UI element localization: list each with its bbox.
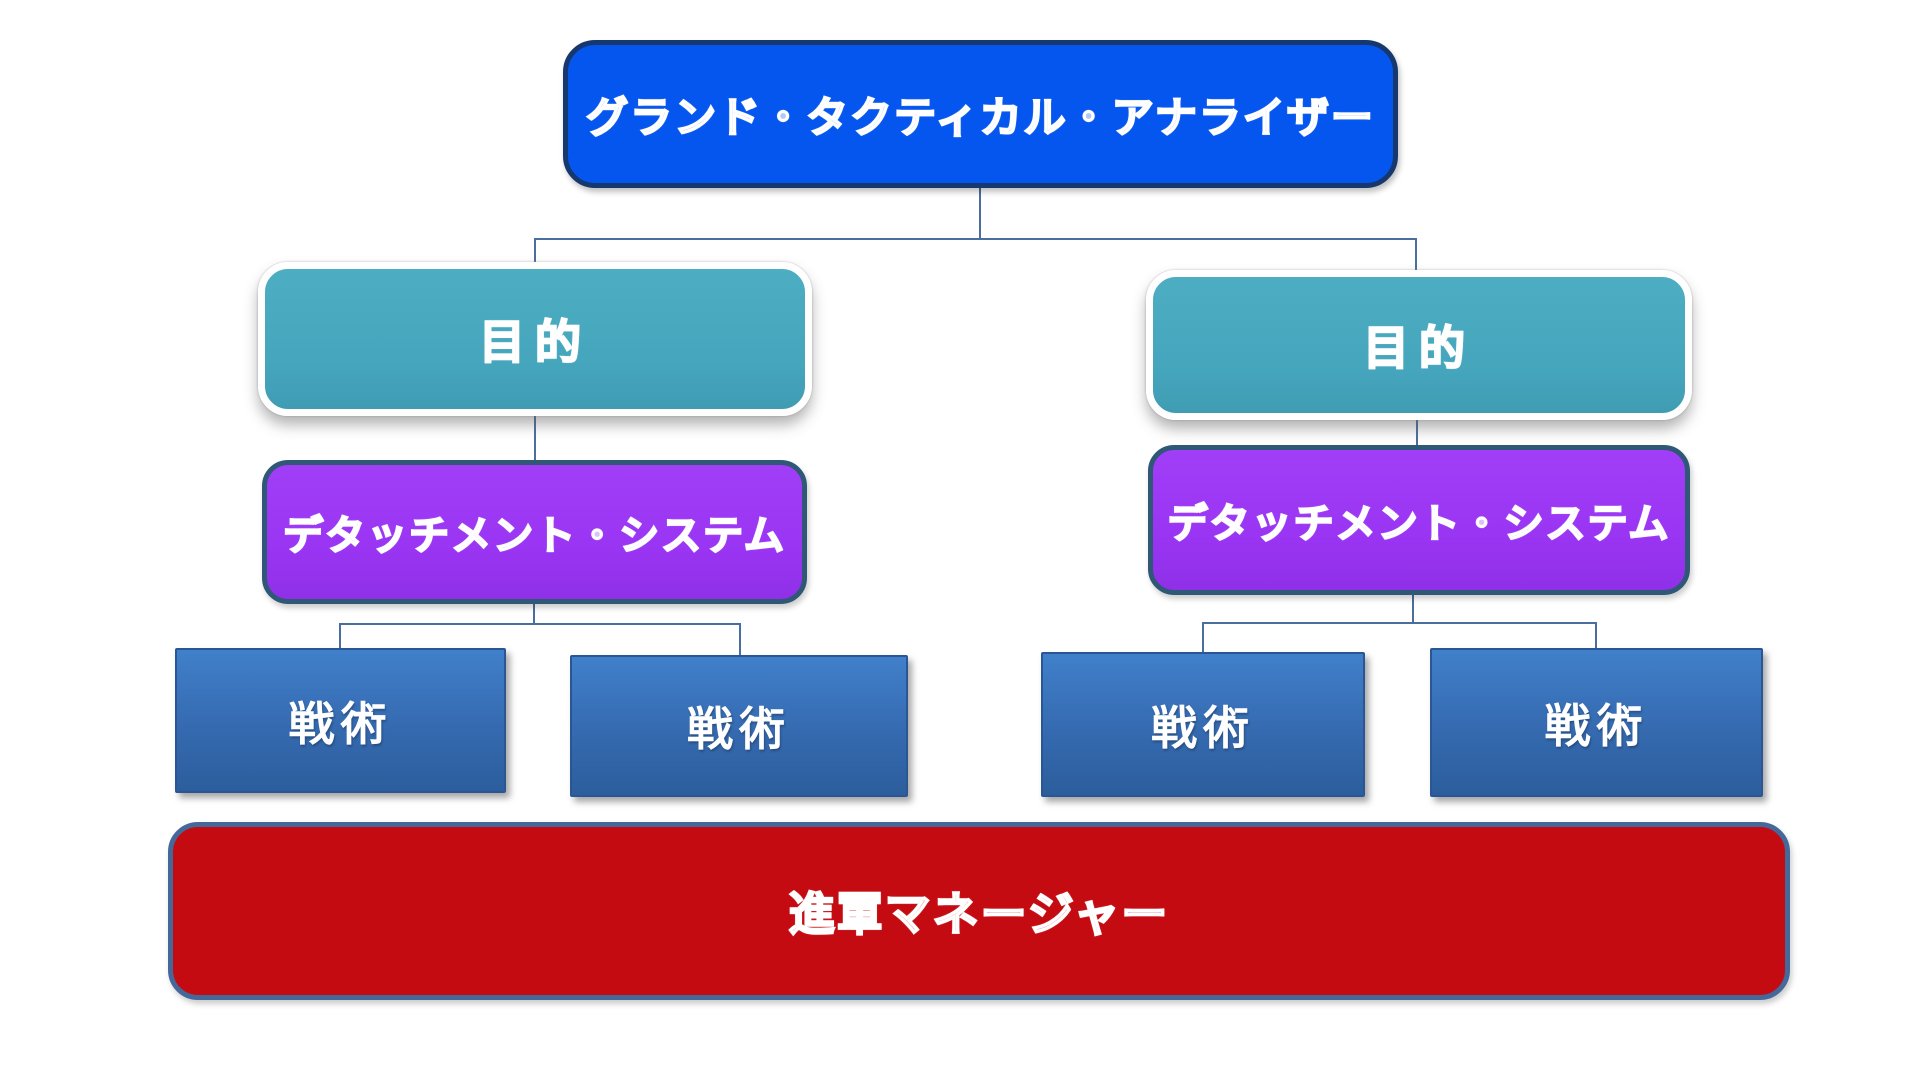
node-advance-manager-label: 進軍マネージャー [788, 886, 1170, 942]
connector-drop-tactic-1 [339, 623, 341, 648]
connector-drop-objective-right [1415, 238, 1417, 272]
connector-drop-tactic-3 [1202, 622, 1204, 652]
node-objective-left-label: 目的 [478, 314, 591, 370]
node-tactic-right-2: 戦術 [1430, 648, 1763, 797]
node-objective-right-label: 目的 [1362, 320, 1475, 376]
node-detachment-system-left: デタッチメント・システム [262, 460, 807, 604]
connector-detachment-stem-left [533, 604, 535, 624]
node-tactic-left-1-label: 戦術 [288, 696, 393, 751]
node-grand-tactical-analyzer-label: グランド・タクティカル・アナライザー [585, 92, 1375, 143]
node-detachment-system-right-label: デタッチメント・システム [1167, 500, 1671, 548]
node-advance-manager: 進軍マネージャー [168, 822, 1790, 1000]
node-objective-right: 目的 [1146, 270, 1692, 420]
connector-crossbar-left [339, 623, 741, 625]
node-detachment-system-left-label: デタッチメント・システム [282, 512, 786, 560]
node-tactic-left-2-label: 戦術 [687, 702, 791, 756]
node-tactic-left-1: 戦術 [175, 648, 506, 793]
node-tactic-left-2: 戦術 [570, 655, 908, 797]
node-tactic-right-1: 戦術 [1041, 652, 1365, 797]
connector-objective-detachment-left [534, 416, 536, 460]
connector-detachment-stem-right [1412, 595, 1414, 623]
connector-crossbar-right [1202, 622, 1597, 624]
connector-objective-detachment-right [1416, 420, 1418, 445]
node-detachment-system-right: デタッチメント・システム [1148, 445, 1690, 595]
node-tactic-right-1-label: 戦術 [1151, 700, 1255, 755]
node-grand-tactical-analyzer: グランド・タクティカル・アナライザー [563, 40, 1398, 188]
connector-root-stem [979, 188, 981, 238]
connector-drop-objective-left [534, 238, 536, 264]
connector-root-crossbar [535, 238, 1417, 240]
connector-drop-tactic-4 [1595, 622, 1597, 648]
connector-drop-tactic-2 [739, 623, 741, 655]
node-objective-left: 目的 [258, 262, 812, 416]
node-tactic-right-2-label: 戦術 [1544, 698, 1649, 753]
